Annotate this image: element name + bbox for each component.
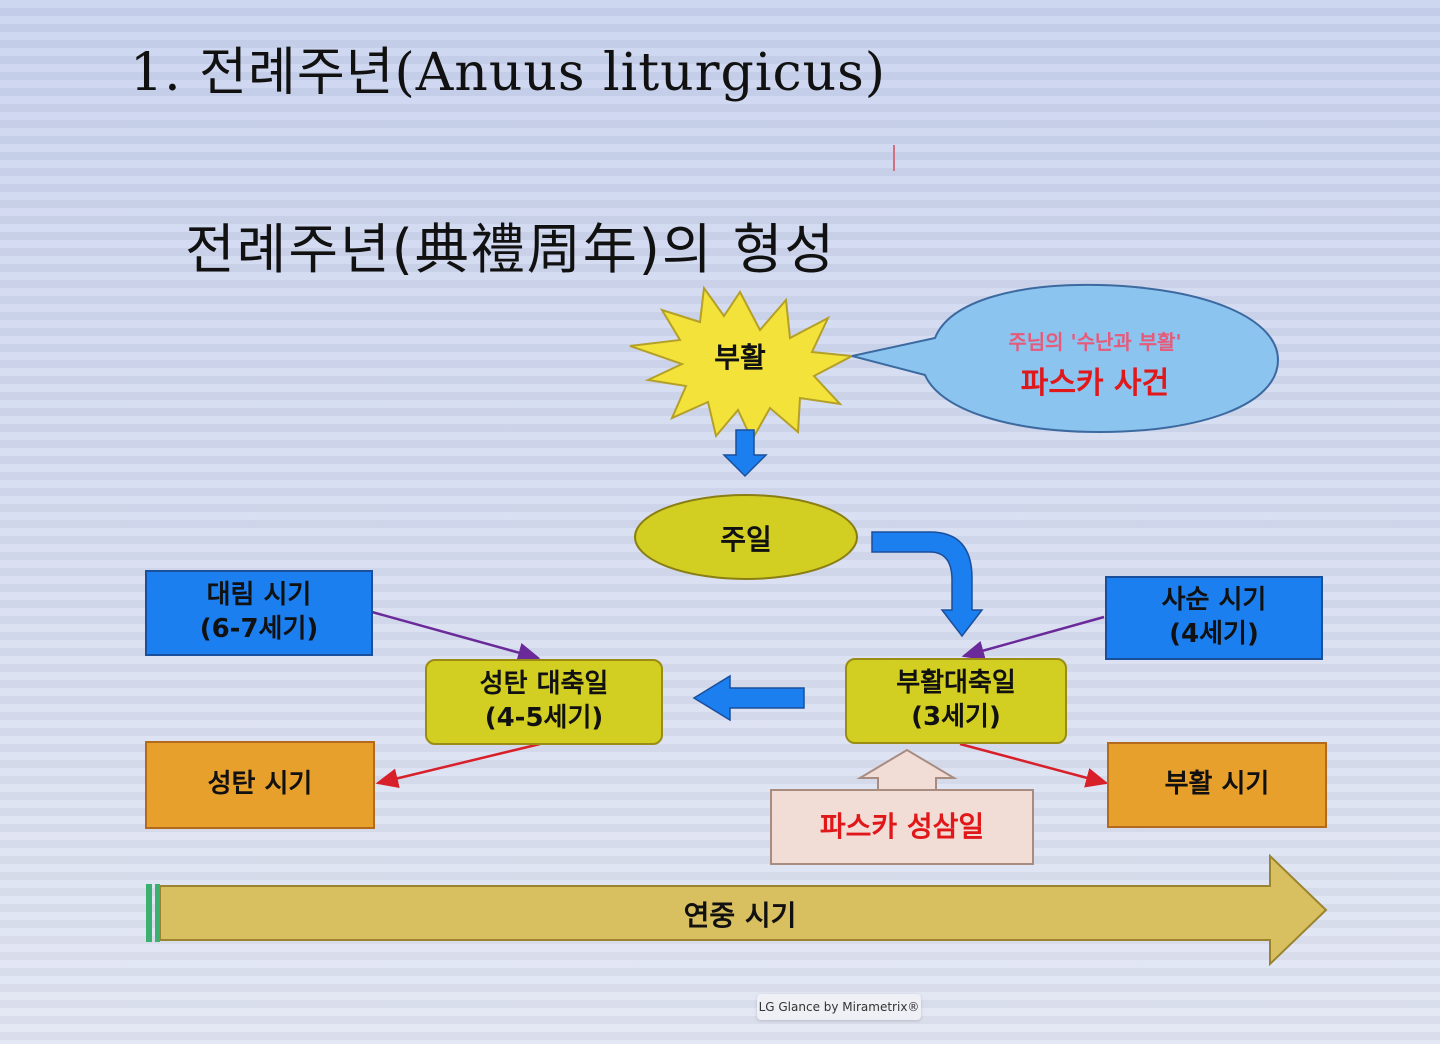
lent-century: (4세기) (1169, 619, 1259, 649)
christmas-feast-box: 성탄 대축일 (4-5세기) (425, 659, 663, 745)
christmas-season-label: 성탄 시기 (207, 769, 313, 800)
slide-title: 1. 전례주년(Anuus liturgicus) (130, 43, 887, 103)
sunday-ellipse (634, 494, 858, 580)
cursor-mark (893, 145, 895, 171)
easter-season-label: 부활 시기 (1164, 769, 1270, 800)
easter-feast-label: 부활대축일 (896, 668, 1016, 699)
advent-century: (6-7세기) (199, 614, 319, 644)
easter-season-box: 부활 시기 (1107, 742, 1327, 828)
paschal-triduum-box: 파스카 성삼일 (770, 789, 1034, 865)
paschal-triduum-label: 파스카 성삼일 (819, 809, 985, 843)
lent-label: 사순 시기 (1161, 585, 1267, 616)
callout-line-1: 주님의 '수난과 부활' (1008, 330, 1182, 354)
christmas-season-arrow (375, 742, 541, 789)
down-arrow-icon (722, 429, 768, 478)
triduum-arrow-head (856, 748, 958, 791)
callout-line-2: 파스카 사건 (1020, 366, 1170, 401)
easter-season-arrow (959, 742, 1109, 788)
timeline-start-bar (146, 884, 152, 942)
ordinary-time-label: 연중 시기 (683, 899, 797, 932)
easter-feast-box: 부활대축일 (3세기) (845, 658, 1067, 744)
easter-feast-century: (3세기) (911, 702, 1001, 732)
easter-star-label: 부활 (714, 341, 766, 374)
advent-box: 대림 시기 (6-7세기) (145, 570, 373, 656)
glance-badge: LG Glance by Mirametrix® (757, 994, 921, 1020)
easter-starburst (629, 285, 856, 443)
curved-arrow-icon (871, 531, 984, 638)
left-arrow-icon (692, 674, 805, 722)
slide-subtitle: 전례주년(典禮周年)의 형성 (185, 218, 837, 281)
sunday-label: 주일 (720, 523, 772, 556)
lent-box: 사순 시기 (4세기) (1105, 576, 1323, 660)
ordinary-time-arrow (159, 853, 1328, 967)
christmas-feast-century: (4-5세기) (484, 703, 604, 733)
lent-arrow (961, 615, 1105, 661)
advent-arrow (371, 610, 541, 663)
christmas-season-box: 성탄 시기 (145, 741, 375, 829)
advent-label: 대림 시기 (206, 580, 312, 611)
callout-bubble (851, 283, 1280, 434)
christmas-feast-label: 성탄 대축일 (479, 669, 609, 700)
timeline-start-bar (155, 884, 160, 942)
